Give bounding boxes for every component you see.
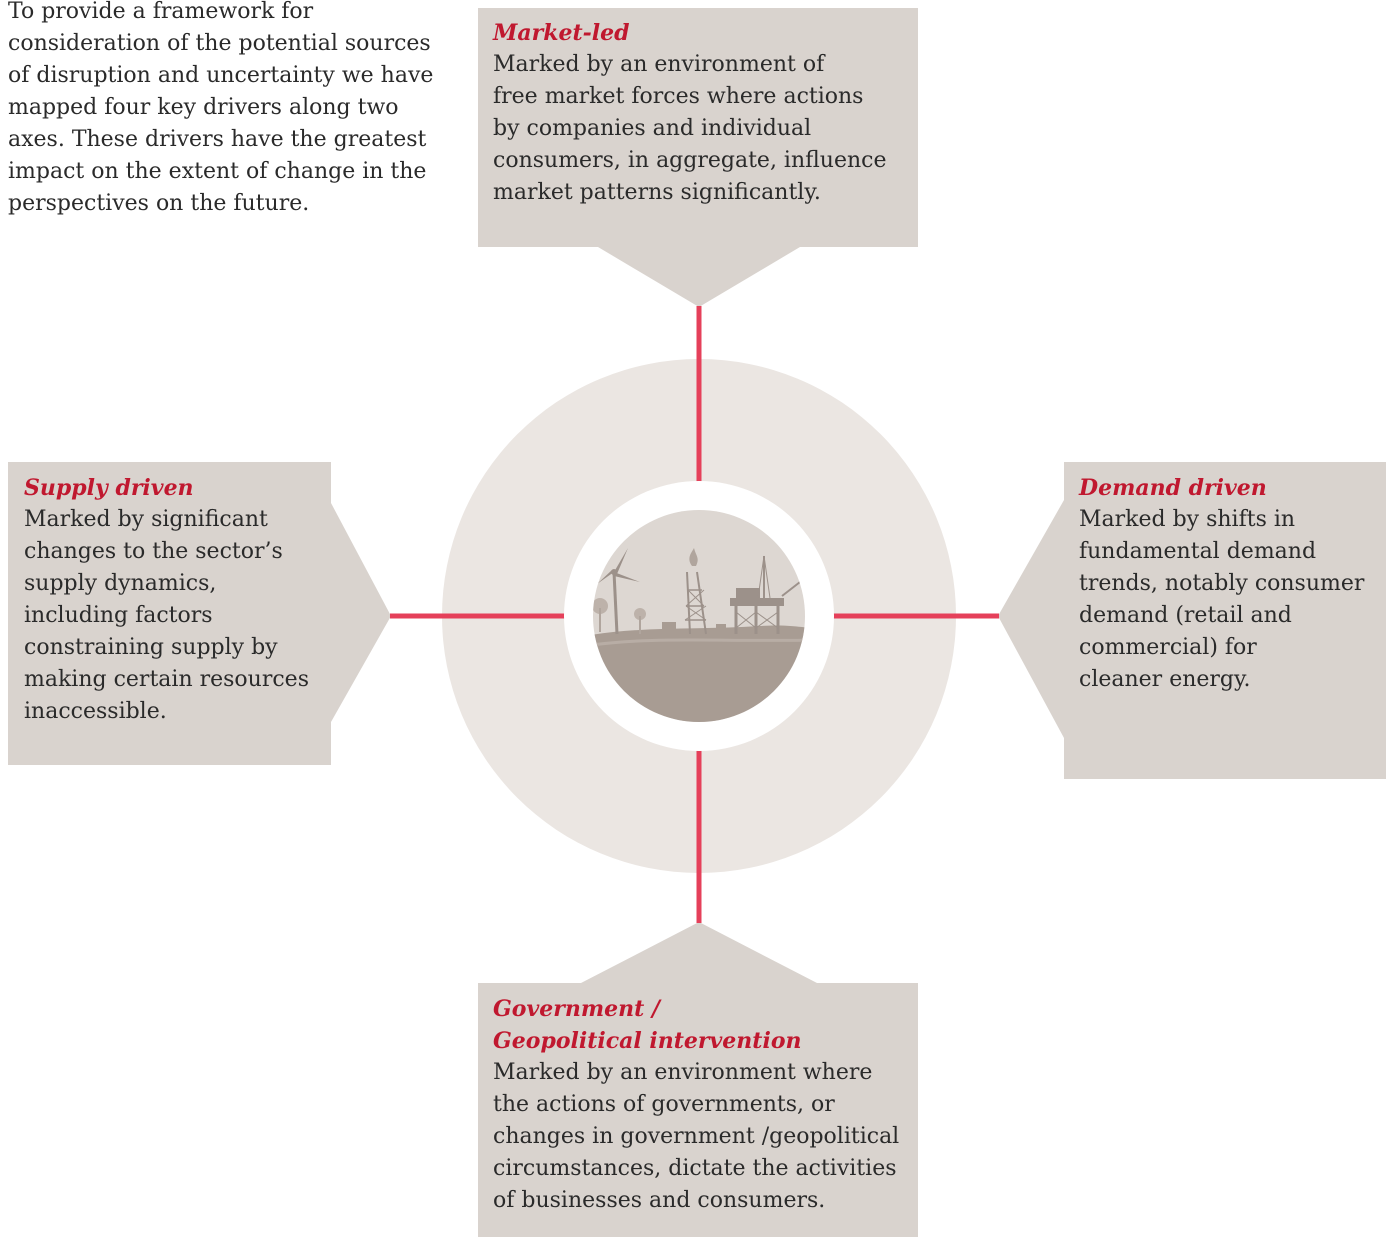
panel-supply-driven <box>8 462 391 765</box>
driver-supply-driven: Supply driven Marked by significant chan… <box>24 472 324 728</box>
driver-description: Marked by an environment of free market … <box>493 52 887 205</box>
driver-title: Market-led <box>493 20 630 46</box>
driver-title: Demand driven <box>1079 475 1267 501</box>
driver-description: Marked by shifts in fundamental demand t… <box>1079 507 1365 692</box>
panel-demand-driven <box>998 462 1386 779</box>
panel-government-intervention <box>478 922 918 1237</box>
driver-title: Supply driven <box>24 475 194 501</box>
panel-market-led <box>478 8 918 307</box>
driver-government-intervention: Government / Geopolitical intervention M… <box>493 993 913 1217</box>
driver-title: Government / Geopolitical intervention <box>493 996 802 1054</box>
driver-market-led: Market-led Marked by an environment of f… <box>493 17 903 209</box>
intro-text: To provide a framework for consideration… <box>8 0 434 216</box>
driver-description: Marked by significant changes to the sec… <box>24 507 309 724</box>
driver-description: Marked by an environment where the actio… <box>493 1060 900 1213</box>
driver-demand-driven: Demand driven Marked by shifts in fundam… <box>1079 472 1379 696</box>
